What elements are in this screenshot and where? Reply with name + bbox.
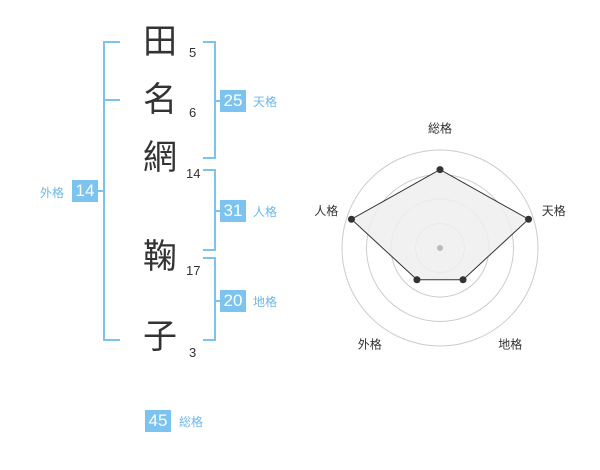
tenkaku-label: 天格 bbox=[253, 95, 278, 109]
radar-point-1 bbox=[436, 166, 444, 174]
radar-axis-label-5: 人格 bbox=[314, 203, 338, 218]
gaikaku-value: 14 bbox=[72, 180, 98, 202]
stroke-count-2: 6 bbox=[189, 105, 197, 120]
stroke-count-3: 14 bbox=[186, 166, 201, 181]
stroke-count-5: 3 bbox=[189, 345, 197, 360]
radar-ring bbox=[341, 149, 539, 347]
name-char-3: 網 bbox=[143, 138, 177, 178]
chikaku-label: 地格 bbox=[253, 295, 278, 309]
chikaku-value: 20 bbox=[220, 290, 246, 312]
radar-axis-label-1: 総格 bbox=[428, 120, 452, 135]
name-char-4: 鞠 bbox=[143, 237, 177, 277]
chikaku-bracket bbox=[203, 257, 216, 341]
radar-center bbox=[437, 245, 443, 251]
soukaku-label: 総格 bbox=[179, 415, 204, 429]
tenkaku-value: 25 bbox=[220, 90, 246, 112]
radar-axis-label-2: 天格 bbox=[542, 203, 566, 218]
radar-point-5 bbox=[347, 215, 355, 223]
radar-point-2 bbox=[525, 215, 533, 223]
gaikaku-label: 外格 bbox=[40, 186, 65, 200]
jinkaku-label: 人格 bbox=[253, 205, 278, 219]
radar-point-4 bbox=[413, 276, 421, 284]
radar-point-3 bbox=[459, 276, 467, 284]
soukaku-value: 45 bbox=[145, 410, 171, 432]
stroke-count-4: 17 bbox=[186, 263, 201, 278]
name-char-1: 田 bbox=[143, 22, 177, 62]
stroke-count-1: 5 bbox=[189, 45, 197, 60]
radar-polygon bbox=[350, 169, 530, 281]
name-char-5: 子 bbox=[143, 317, 177, 357]
jinkaku-value: 31 bbox=[220, 200, 246, 222]
radar-axis-label-4: 外格 bbox=[358, 337, 382, 352]
name-char-2: 名 bbox=[143, 80, 177, 120]
radar-axis-label-3: 地格 bbox=[498, 337, 522, 352]
